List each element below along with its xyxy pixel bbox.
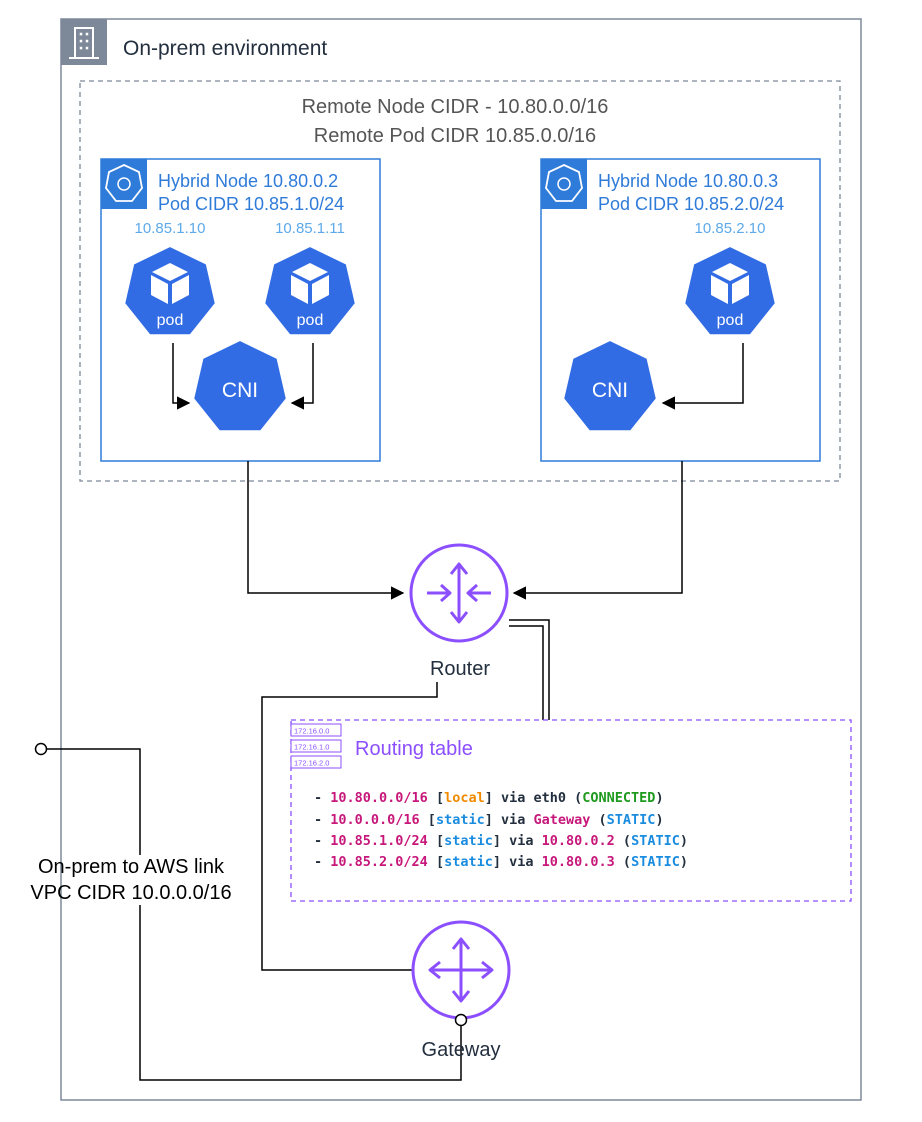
node2-to-router-connector	[512, 461, 683, 600]
aws-link-label: On-prem to AWS link	[38, 856, 225, 878]
router-to-routing-table-connector	[509, 625, 544, 720]
remote-node-cidr-label: Remote Node CIDR - 10.80.0.0/16	[302, 96, 609, 118]
router-to-routing-table-connector	[509, 619, 550, 720]
pod-icon: pod	[683, 245, 777, 337]
vpc-cidr-label: VPC CIDR 10.0.0.0/16	[30, 882, 231, 904]
building-icon	[61, 19, 107, 65]
remote-pod-cidr-label: Remote Pod CIDR 10.85.0.0/16	[314, 125, 596, 147]
svg-text:172.16.0.0: 172.16.0.0	[294, 727, 329, 736]
aws-link-endpoint	[34, 742, 48, 756]
node1-pod-cidr: Pod CIDR 10.85.1.0/24	[158, 194, 344, 214]
pod-label: pod	[157, 312, 184, 329]
routing-table-title: Routing table	[355, 738, 473, 760]
routing-table-panel	[290, 719, 852, 902]
pod-to-cni-connector	[290, 343, 314, 410]
pod-to-cni-connector	[661, 343, 744, 410]
k8s-node-icon	[101, 159, 147, 209]
pod-icon: pod	[123, 245, 217, 337]
svg-text:172.16.1.0: 172.16.1.0	[294, 743, 329, 752]
hybrid-node-2	[540, 158, 821, 462]
gateway-label: Gateway	[422, 1039, 501, 1061]
routing-table-icon: 172.16.0.0 172.16.1.0 172.16.2.0	[290, 723, 342, 769]
router-label: Router	[430, 658, 490, 680]
node1-to-router-connector	[247, 461, 405, 600]
cni-label: CNI	[592, 379, 628, 402]
onprem-environment-group	[60, 18, 862, 1101]
gateway-icon	[411, 920, 511, 1020]
route-entry: - 10.0.0.0/16 [static] via Gateway (STAT…	[314, 812, 664, 828]
node2-title: Hybrid Node 10.80.0.3	[598, 171, 778, 191]
routing-table-routes: - 10.80.0.0/16 [local] via eth0 (CONNECT…	[314, 790, 688, 870]
node2-pod-cidr: Pod CIDR 10.85.2.0/24	[598, 194, 784, 214]
pod-label: pod	[297, 312, 324, 329]
cni-icon: CNI	[562, 339, 658, 433]
router-to-gateway-connector	[261, 682, 438, 971]
environment-title: On-prem environment	[123, 37, 327, 60]
pod-to-cni-connector	[172, 343, 191, 410]
remote-cidr-group	[79, 80, 841, 482]
svg-text:172.16.2.0: 172.16.2.0	[294, 759, 329, 768]
pod-ip-label: 10.85.1.11	[275, 220, 345, 237]
cni-label: CNI	[222, 379, 258, 402]
pod-ip-label: 10.85.2.10	[695, 220, 766, 237]
pod-label: pod	[717, 312, 744, 329]
pod-icon: pod	[263, 245, 357, 337]
router-icon	[409, 543, 509, 643]
route-entry: - 10.80.0.0/16 [local] via eth0 (CONNECT…	[314, 790, 664, 806]
node1-title: Hybrid Node 10.80.0.2	[158, 171, 338, 191]
aws-link-connector	[139, 905, 462, 1081]
cni-icon: CNI	[192, 339, 288, 433]
pod-ip-label: 10.85.1.10	[135, 220, 206, 237]
route-entry: - 10.85.2.0/24 [static] via 10.80.0.3 (S…	[314, 854, 688, 870]
hybrid-node-1	[100, 158, 381, 462]
gateway-endpoint	[454, 1013, 468, 1027]
aws-link-connector	[47, 748, 141, 855]
k8s-node-icon	[541, 159, 587, 209]
route-entry: - 10.85.1.0/24 [static] via 10.80.0.2 (S…	[314, 833, 688, 849]
